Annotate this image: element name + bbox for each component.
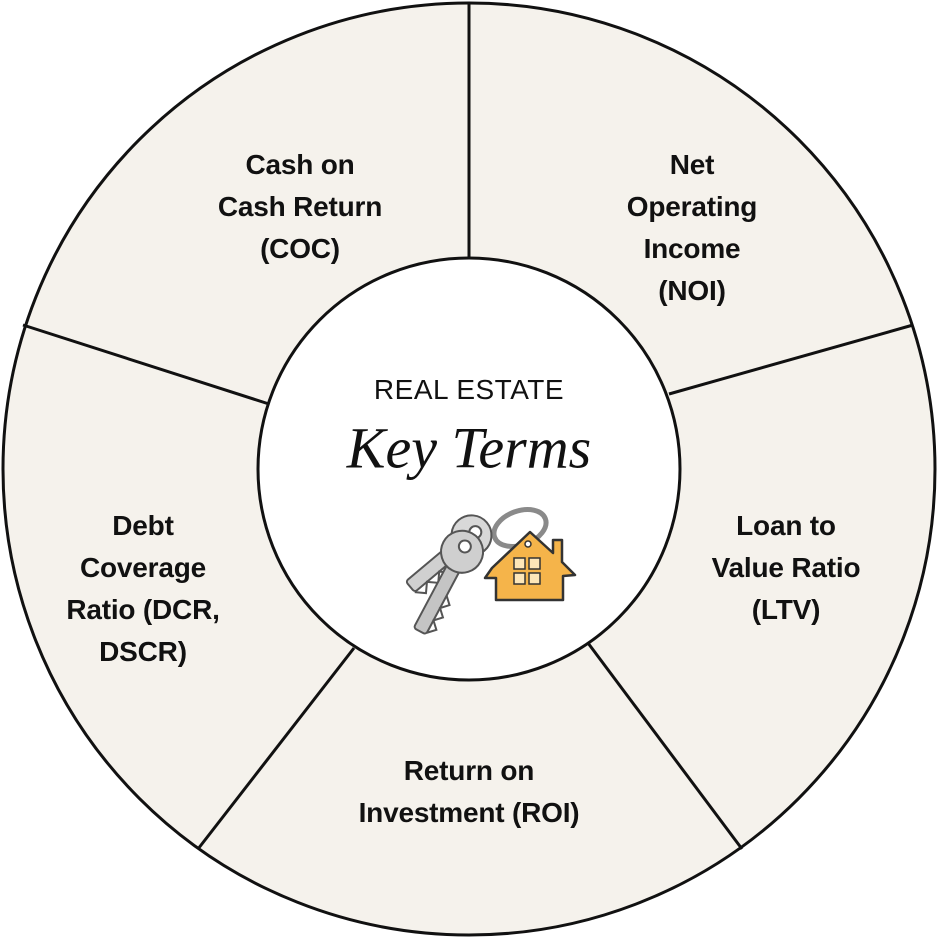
- segment-label-coc: Cash on Cash Return (COC): [217, 149, 383, 264]
- divider-lower-left: [196, 647, 356, 850]
- center-kicker: REAL ESTATE: [373, 374, 565, 405]
- center-title: Key Terms: [346, 415, 592, 481]
- divider-upper-right: [668, 323, 914, 396]
- divider-lower-right: [586, 642, 744, 850]
- segment-label-ltv: Loan to Value Ratio (LTV): [711, 510, 861, 625]
- divider-upper-left: [22, 323, 270, 406]
- house-keychain-icon: [405, 507, 577, 635]
- segment-label-noi: Net Operating Income (NOI): [626, 149, 758, 306]
- segment-label-roi: Return on Investment (ROI): [358, 755, 580, 828]
- segment-label-dcr: Debt Coverage Ratio (DCR, DSCR): [66, 510, 220, 667]
